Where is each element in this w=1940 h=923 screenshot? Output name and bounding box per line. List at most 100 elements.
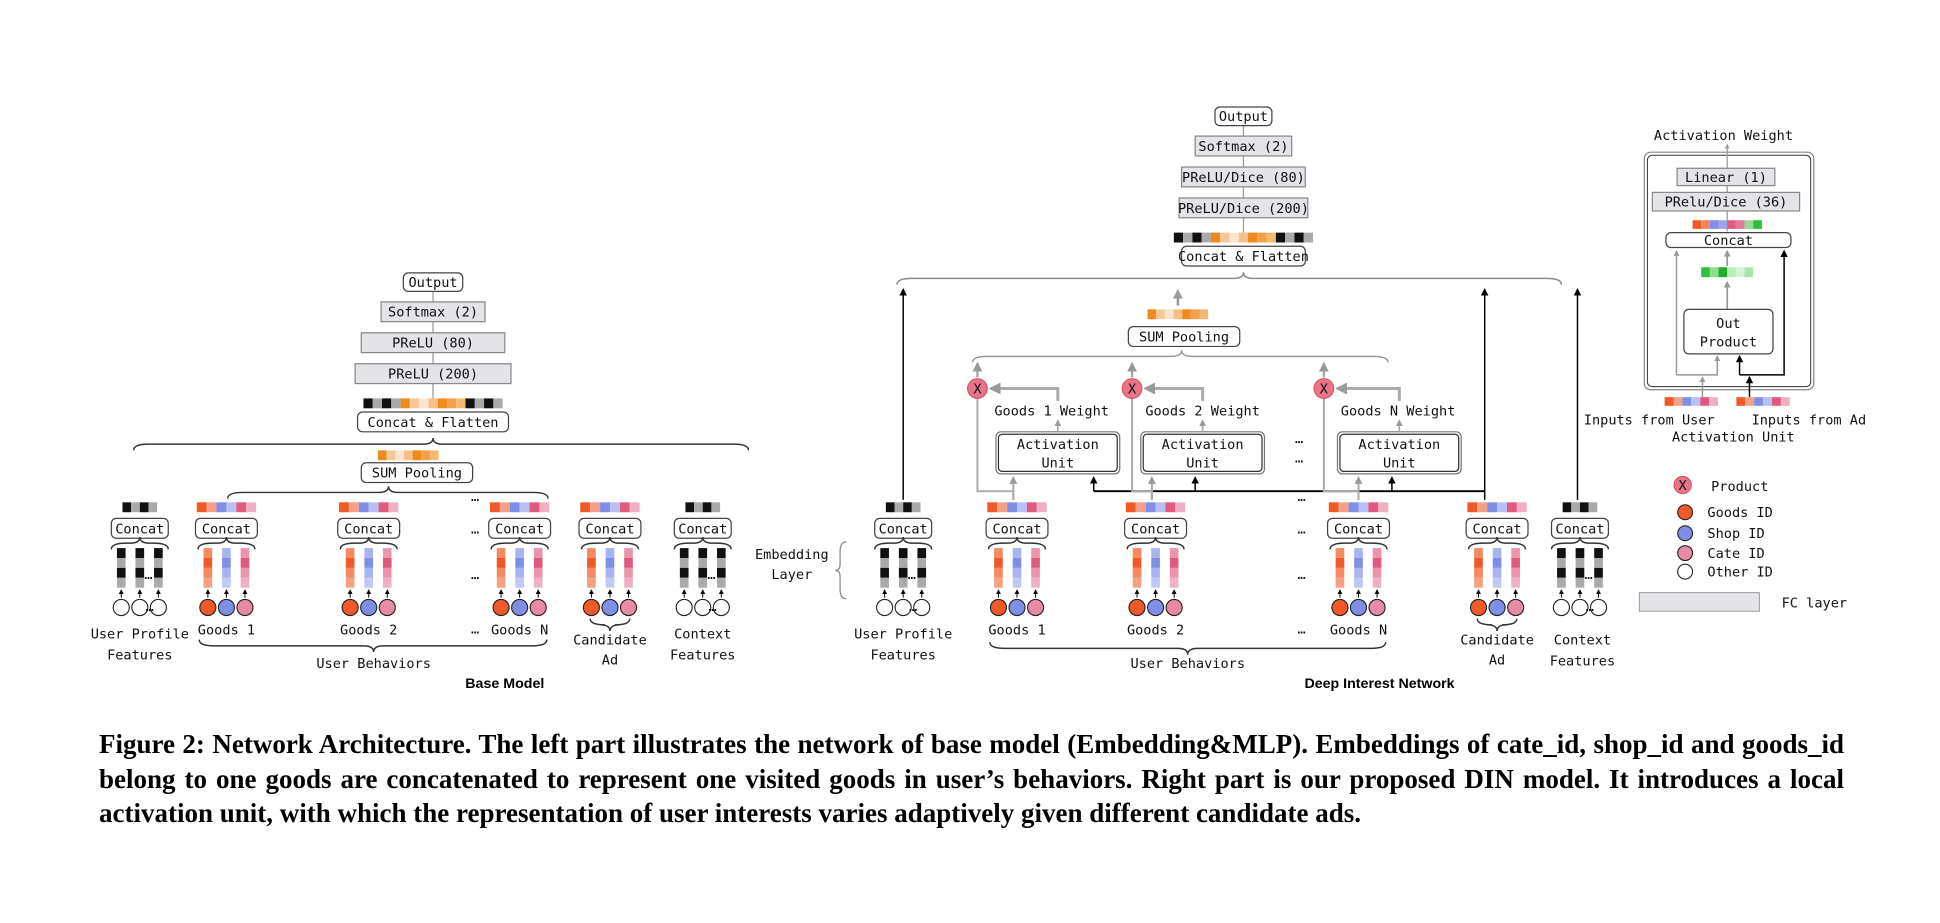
embedding-cell (1511, 567, 1520, 578)
embedding-cell (206, 502, 217, 513)
concat-embedding-strip (196, 502, 257, 513)
goods-weight-label: Goods N Weight (1341, 404, 1456, 420)
embedding-cell (222, 577, 231, 588)
box-inner (1142, 433, 1263, 473)
embedding-cell (587, 567, 596, 578)
ellipsis: … (471, 489, 479, 505)
concat-embedding-strip (339, 502, 399, 513)
embedding-cell (1506, 502, 1517, 513)
embedding-cell (1368, 502, 1379, 513)
sum-pooling-strip (377, 450, 439, 461)
embedding-cell (222, 548, 231, 559)
box-label-line2: Product (1700, 334, 1757, 350)
embedding-cell (624, 577, 633, 588)
embedding-cell (539, 502, 550, 513)
embedding-cell (1303, 232, 1314, 243)
concat-embedding-strip (580, 502, 640, 513)
goods-id-circle (341, 598, 359, 617)
embedding-cell (364, 548, 374, 559)
embedding-column (1492, 548, 1502, 588)
group-brace (580, 536, 640, 550)
ellipsis: … (1297, 521, 1305, 537)
embedding-cell (196, 502, 207, 513)
goods-n-group: Concat (1326, 502, 1391, 617)
box-label: Concat (678, 521, 727, 537)
embedding-column (203, 548, 213, 588)
concat-box: Concat (1550, 517, 1610, 539)
embedding-cell (1771, 397, 1781, 406)
embedding-cell (1673, 397, 1683, 406)
embedding-cell (391, 398, 401, 409)
goods-weight-label: Goods 1 Weight (994, 404, 1109, 420)
sum-pooling-box: SUM Pooling (1127, 326, 1241, 348)
concat-embedding-strip (489, 502, 550, 513)
embedding-cell (1701, 220, 1710, 229)
user-profile-label: User Profile (854, 626, 952, 642)
embedding-cell (702, 502, 712, 513)
embedding-cell (496, 558, 506, 568)
box-label: Concat (1334, 521, 1383, 537)
embedding-cell (499, 502, 510, 513)
product-symbol: X (1128, 381, 1137, 397)
activation-unit-caption: Activation Unit (1672, 430, 1795, 446)
embedding-cell (1735, 267, 1745, 278)
embedding-cell (716, 558, 726, 568)
box-rect (356, 411, 510, 433)
embedding-cell (116, 558, 126, 568)
legend-label: Other ID (1707, 565, 1772, 581)
sum-pooling-strip (1147, 309, 1209, 320)
legend-item-other-id: Other ID (1677, 563, 1773, 581)
box-label: PRelu/Dice (36) (1665, 195, 1788, 211)
cate-id-circle (236, 598, 254, 617)
embedding-column (679, 548, 689, 588)
candidate-ad-group: Concat (578, 502, 642, 617)
embedding-cell (345, 548, 355, 559)
embedding-layer-brace (835, 541, 847, 600)
embedding-cell (1169, 567, 1179, 578)
embedding-cell (898, 577, 908, 588)
embedding-cell (619, 502, 630, 513)
embedding-cell (1354, 577, 1363, 588)
ellipsis: … (707, 567, 715, 583)
embedding-cell (403, 450, 413, 461)
embedding-cell (509, 502, 520, 513)
box-label: Concat (1555, 521, 1604, 537)
embedding-cell (1492, 567, 1502, 578)
embedding-column (1372, 548, 1382, 588)
goods-id-circle-icon (1677, 504, 1694, 521)
embedding-cell (222, 558, 231, 568)
embedding-cell (880, 577, 889, 588)
embedding-cell (533, 577, 543, 588)
embedding-cell (987, 502, 998, 513)
embedding-cell (880, 548, 889, 559)
embedding-cell (1017, 502, 1027, 513)
embedding-cell (898, 548, 908, 559)
embedding-cell (679, 548, 689, 559)
shop-id-circle (1008, 598, 1026, 617)
embedding-cell (1709, 267, 1719, 278)
embedding-column (382, 548, 392, 588)
embedding-cell (1229, 232, 1239, 243)
embedding-cell (1557, 577, 1566, 588)
concat-box: Concat (673, 517, 732, 539)
box-rect (1214, 106, 1273, 127)
embedding-cell (1151, 548, 1160, 559)
embedding-cell (1709, 220, 1719, 229)
embedding-cell (1031, 548, 1040, 559)
embedding-cell (1132, 558, 1142, 568)
embedding-cell (1474, 558, 1483, 568)
embedding-cell (1372, 567, 1382, 578)
box-label: Linear (1) (1685, 170, 1767, 186)
embedding-cell (533, 567, 543, 578)
embedding-column (1354, 548, 1363, 588)
embedding-cell (1492, 548, 1502, 559)
embedding-cell (1682, 397, 1692, 406)
ellipsis: … (1586, 599, 1594, 615)
user-input-strip (1664, 397, 1719, 406)
embedding-cell (1335, 558, 1345, 568)
candidate-label-2: Ad (602, 652, 618, 668)
